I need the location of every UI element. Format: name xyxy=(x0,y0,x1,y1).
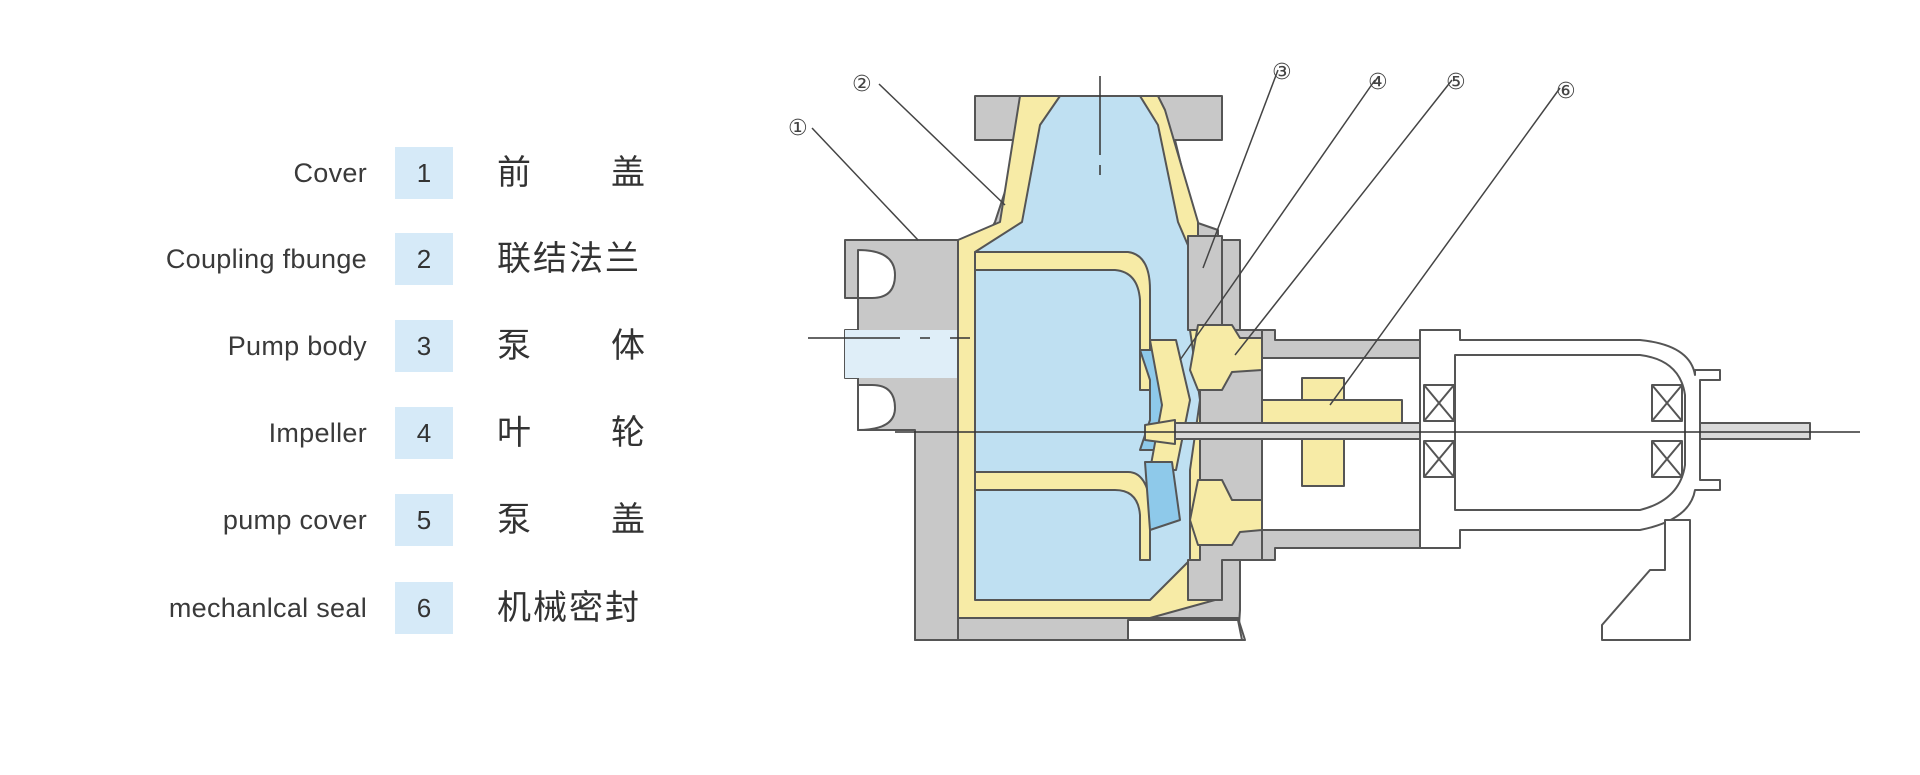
legend-chinese-label: 前盖 xyxy=(497,147,645,199)
callout-leader-4 xyxy=(1179,79,1376,361)
suction-inlet xyxy=(845,330,958,378)
legend-english-label: Cover xyxy=(293,158,367,188)
legend-chinese-label: 前 xyxy=(497,153,531,193)
callout-label-2: ② xyxy=(852,72,872,97)
legend-row-pump-cover: pump cover 5 泵盖 xyxy=(0,494,700,546)
support-leg xyxy=(1601,519,1691,641)
seal-upper-block xyxy=(1189,324,1263,391)
legend-english-label: Impeller xyxy=(268,418,367,448)
front-cover xyxy=(844,239,959,641)
callout-leader-3 xyxy=(1202,69,1279,269)
legend-row-impeller: Impeller 4 叶轮 xyxy=(0,407,700,459)
legend-number-badge: 2 xyxy=(395,233,453,285)
legend-chinese-label: 泵 xyxy=(497,500,531,540)
legend-row-cover: Cover 1 前盖 xyxy=(0,147,700,199)
legend-number-badge: 5 xyxy=(395,494,453,546)
callout-leader-1 xyxy=(811,127,919,241)
callout-label-4: ④ xyxy=(1368,70,1388,95)
legend-number-badge: 4 xyxy=(395,407,453,459)
legend-english-label: mechanlcal seal xyxy=(168,593,367,623)
legend-chinese-label: 叶轮 xyxy=(497,407,645,459)
legend-chinese-label: 泵 xyxy=(497,326,531,366)
callout-label-3: ③ xyxy=(1272,60,1292,85)
legend-chinese-label: 泵体 xyxy=(497,320,645,372)
callout-label-5: ⑤ xyxy=(1446,70,1466,95)
callout-leader-6 xyxy=(1329,87,1561,406)
legend-row-coupling-flange: Coupling fbunge 2 联结法兰 xyxy=(0,233,700,285)
legend-english-label: Coupling fbunge xyxy=(165,244,367,274)
callout-leader-2 xyxy=(878,83,1006,206)
legend-chinese-label: 盖 xyxy=(611,500,645,540)
legend-chinese-label: 轮 xyxy=(611,413,645,453)
legend-chinese-label: 联结法兰 xyxy=(497,239,641,279)
callout-leader-5 xyxy=(1234,79,1453,356)
legend-row-pump-body: Pump body 3 泵体 xyxy=(0,320,700,372)
legend-chinese-label: 泵盖 xyxy=(497,494,645,546)
legend-english-label: Pump body xyxy=(227,331,367,361)
callout-label-1: ① xyxy=(788,116,808,141)
parts-legend: Cover 1 前盖 Coupling fbunge 2 联结法兰 Pump b… xyxy=(0,0,700,775)
legend-number-badge: 1 xyxy=(395,147,453,199)
seal-lower-block xyxy=(1189,479,1263,546)
legend-english-label: pump cover xyxy=(222,505,367,535)
legend-row-mechanical-seal: mechanlcal seal 6 机械密封 xyxy=(0,582,700,634)
legend-chinese-label: 机械密封 xyxy=(497,588,641,628)
legend-number-badge: 6 xyxy=(395,582,453,634)
callout-label-6: ⑥ xyxy=(1556,79,1576,104)
legend-chinese-label: 体 xyxy=(611,326,645,366)
legend-chinese-label: 盖 xyxy=(611,153,645,193)
legend-chinese-label: 叶 xyxy=(497,413,531,453)
legend-number-badge: 3 xyxy=(395,320,453,372)
